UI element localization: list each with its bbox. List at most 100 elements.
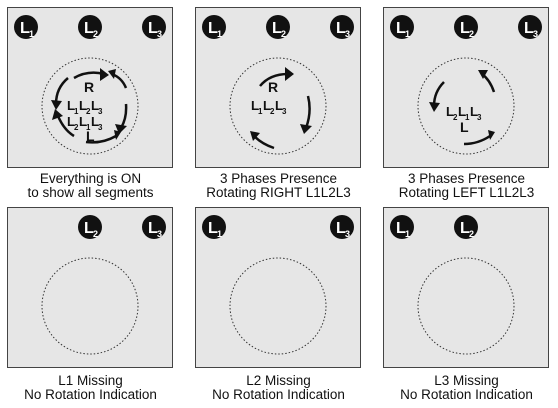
svg-text:2: 2 <box>469 29 474 39</box>
arrow-right-lower <box>253 135 275 150</box>
badge-l2: L 2 <box>78 15 102 39</box>
caption-rotating-right: 3 Phases Presence Rotating RIGHT L1L2L3 <box>188 172 369 200</box>
arrow-left-bottom <box>463 134 491 146</box>
arrow-right-side <box>304 95 311 129</box>
svg-text:3: 3 <box>157 29 162 39</box>
panel-rotating-left-display: L 1 L 2 L 3 <box>383 7 549 168</box>
arrow-left-bottom <box>85 134 117 144</box>
badge-l2: L 2 <box>454 15 478 39</box>
panel-rotating-right-display: L 1 L 2 L 3 <box>195 7 361 168</box>
panel-rotating-left-svg: L 1 L 2 L 3 <box>390 15 542 155</box>
svg-text:L: L <box>272 20 282 37</box>
panel-all-on: L 1 L 2 L 3 <box>0 0 181 200</box>
panel-all-on-display: L 1 L 2 L 3 <box>7 7 173 168</box>
label-r: R <box>268 79 278 95</box>
arrow-left-side <box>432 81 445 107</box>
panel-all-on-svg: L 1 L 2 L 3 <box>14 15 166 155</box>
badge-l1: L 1 <box>14 15 38 39</box>
caption-line-1: L1 Missing <box>58 373 123 388</box>
caption-line-2: No Rotation Indication <box>400 387 533 402</box>
svg-text:3: 3 <box>477 113 482 122</box>
caption-l2-missing: L2 Missing No Rotation Indication <box>188 374 369 402</box>
caption-line-2: to show all segments <box>27 185 154 200</box>
svg-text:1: 1 <box>86 123 91 132</box>
svg-text:L: L <box>84 220 94 237</box>
panel-l3-missing-svg: L 1 L 2 <box>390 215 515 355</box>
badge-l3: L 3 <box>330 215 354 239</box>
arrow-right-top <box>73 71 105 80</box>
arrow-right-side <box>119 103 128 129</box>
rotation-ring <box>41 57 139 155</box>
caption-line-1: L2 Missing <box>246 373 311 388</box>
svg-text:L: L <box>20 20 30 37</box>
rotation-ring <box>229 257 327 355</box>
arrow-right-lower <box>56 115 75 138</box>
svg-text:L: L <box>396 20 406 37</box>
rotation-ring <box>417 257 515 355</box>
rotation-ring <box>229 57 327 155</box>
panel-l1-missing: L 2 L 3 L1 Missing No Rotation Indicatio… <box>0 200 181 402</box>
svg-text:L: L <box>336 20 346 37</box>
svg-text:L: L <box>79 114 87 129</box>
arrowhead-left-top <box>108 69 116 79</box>
caption-line-1: 3 Phases Presence <box>407 171 526 186</box>
caption-line-2: No Rotation Indication <box>24 387 157 402</box>
panel-l1-missing-svg: L 2 L 3 <box>41 215 166 355</box>
svg-text:1: 1 <box>217 29 222 39</box>
panel-l2-missing: L 1 L 3 L2 Missing No Rotation Indicatio… <box>188 200 369 402</box>
svg-text:L: L <box>67 98 75 113</box>
svg-text:3: 3 <box>345 29 350 39</box>
caption-all-on: Everything is ON to show all segments <box>0 172 181 200</box>
svg-text:L: L <box>79 98 87 113</box>
svg-text:1: 1 <box>29 29 34 39</box>
panel-l1-missing-display: L 2 L 3 <box>7 207 173 368</box>
svg-text:3: 3 <box>345 229 350 239</box>
svg-text:L: L <box>396 220 406 237</box>
arrowhead-left-side <box>429 102 440 112</box>
label-l: L <box>86 128 95 144</box>
svg-text:L: L <box>208 20 218 37</box>
svg-text:1: 1 <box>465 113 470 122</box>
svg-text:2: 2 <box>93 229 98 239</box>
svg-text:L: L <box>263 98 271 113</box>
svg-text:2: 2 <box>74 123 79 132</box>
svg-text:3: 3 <box>98 123 103 132</box>
badge-l1: L 1 <box>202 215 226 239</box>
svg-text:L: L <box>91 114 99 129</box>
svg-text:1: 1 <box>405 29 410 39</box>
panel-rotating-right-svg: L 1 L 2 L 3 <box>202 15 354 155</box>
svg-text:1: 1 <box>258 107 263 116</box>
label-r: R <box>84 79 94 95</box>
panel-rotating-right: L 1 L 2 L 3 <box>188 0 369 200</box>
caption-line-1: 3 Phases Presence <box>219 171 338 186</box>
svg-text:2: 2 <box>93 29 98 39</box>
badge-l3: L 3 <box>142 15 166 39</box>
svg-text:1: 1 <box>74 107 79 116</box>
badge-l1: L 1 <box>390 15 414 39</box>
arrowhead-left-bottom <box>114 130 121 140</box>
arrowhead-right-lower <box>250 131 260 141</box>
svg-text:1: 1 <box>405 229 410 239</box>
badge-l1: L 1 <box>202 15 226 39</box>
badge-l2: L 2 <box>266 15 290 39</box>
svg-text:L: L <box>446 104 454 119</box>
svg-text:2: 2 <box>453 113 458 122</box>
caption-line-2: Rotating RIGHT L1L2L3 <box>206 185 351 200</box>
caption-line-1: L3 Missing <box>434 373 499 388</box>
svg-text:L: L <box>470 104 478 119</box>
svg-text:L: L <box>91 98 99 113</box>
svg-text:L: L <box>336 220 346 237</box>
caption-rotating-left: 3 Phases Presence Rotating LEFT L1L2L3 <box>376 172 557 200</box>
svg-text:3: 3 <box>157 229 162 239</box>
panel-l2-missing-svg: L 1 L 3 <box>202 215 354 355</box>
caption-line-1: Everything is ON <box>39 171 142 186</box>
panel-l3-missing: L 1 L 2 L3 Missing No Rotation Indicatio… <box>376 200 557 402</box>
svg-text:L: L <box>148 220 158 237</box>
svg-text:L: L <box>460 20 470 37</box>
badge-l2: L 2 <box>454 215 478 239</box>
svg-text:L: L <box>458 104 466 119</box>
badge-l3: L 3 <box>518 15 542 39</box>
